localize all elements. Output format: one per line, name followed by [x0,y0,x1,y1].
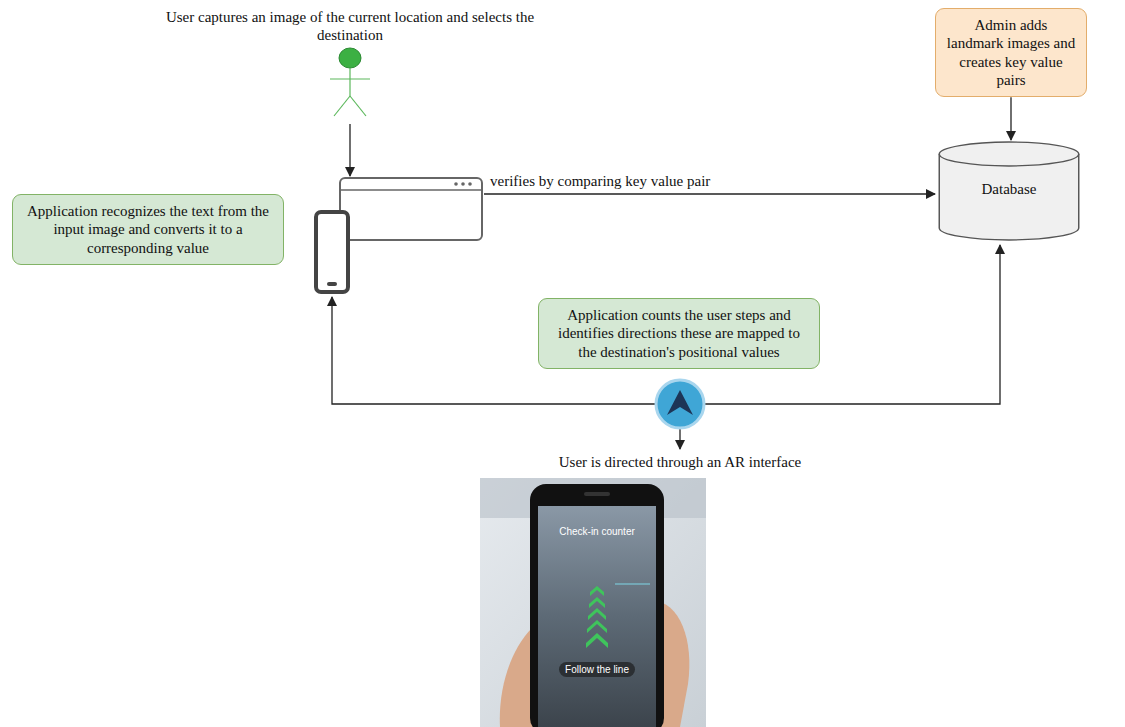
browser-window-icon [340,178,482,240]
screen-button: Follow the line [540,664,654,676]
ar-chevron [588,608,606,620]
node-text: Application counts the user steps and id… [548,306,810,361]
ar-chevron [589,597,605,608]
window-dot [454,182,458,186]
window-dot [468,182,472,186]
user-leg [334,96,350,116]
navigation-circle [656,380,704,428]
phone-speaker [584,492,610,496]
screen-text: Check-in counter [540,526,654,538]
node-text: Database [937,180,1081,198]
phone-button [327,282,337,286]
ar-chevron [586,633,608,648]
caption-note: User is directed through an AR interface [470,453,890,471]
ar-guide-line [615,584,650,585]
verify-arrow [484,193,935,194]
node-text: Application recognizes the text from the… [22,202,274,257]
phone-screen [538,506,656,727]
user-body [349,68,350,96]
edge-note: verifies by comparing key value pair [490,172,910,190]
connector-arrow [1010,97,1011,140]
browser-window-bar [340,189,482,191]
process-box: Application recognizes the text from the… [12,194,284,265]
photo-background [480,478,706,727]
window-dot [461,182,465,186]
caption-note: User captures an image of the current lo… [160,8,540,45]
cylinder-rim [939,154,1079,166]
ar-chevron [587,620,607,633]
navigation-chevron [667,390,693,415]
user-head [339,48,361,68]
flow-arrow [349,124,350,176]
database-cylinder: Database [937,140,1081,242]
phone-icon [316,212,348,292]
phone-body [530,484,664,727]
user-leg [350,96,366,116]
flow-arrow [679,429,680,449]
user-arms [330,78,370,79]
admin-box: Admin adds landmark images and creates k… [935,8,1087,97]
screen-button-text: Follow the line [559,662,635,677]
ar-chevron [590,586,604,596]
node-text: Admin adds landmark images and creates k… [945,16,1077,89]
process-box: Application counts the user steps and id… [538,298,820,369]
